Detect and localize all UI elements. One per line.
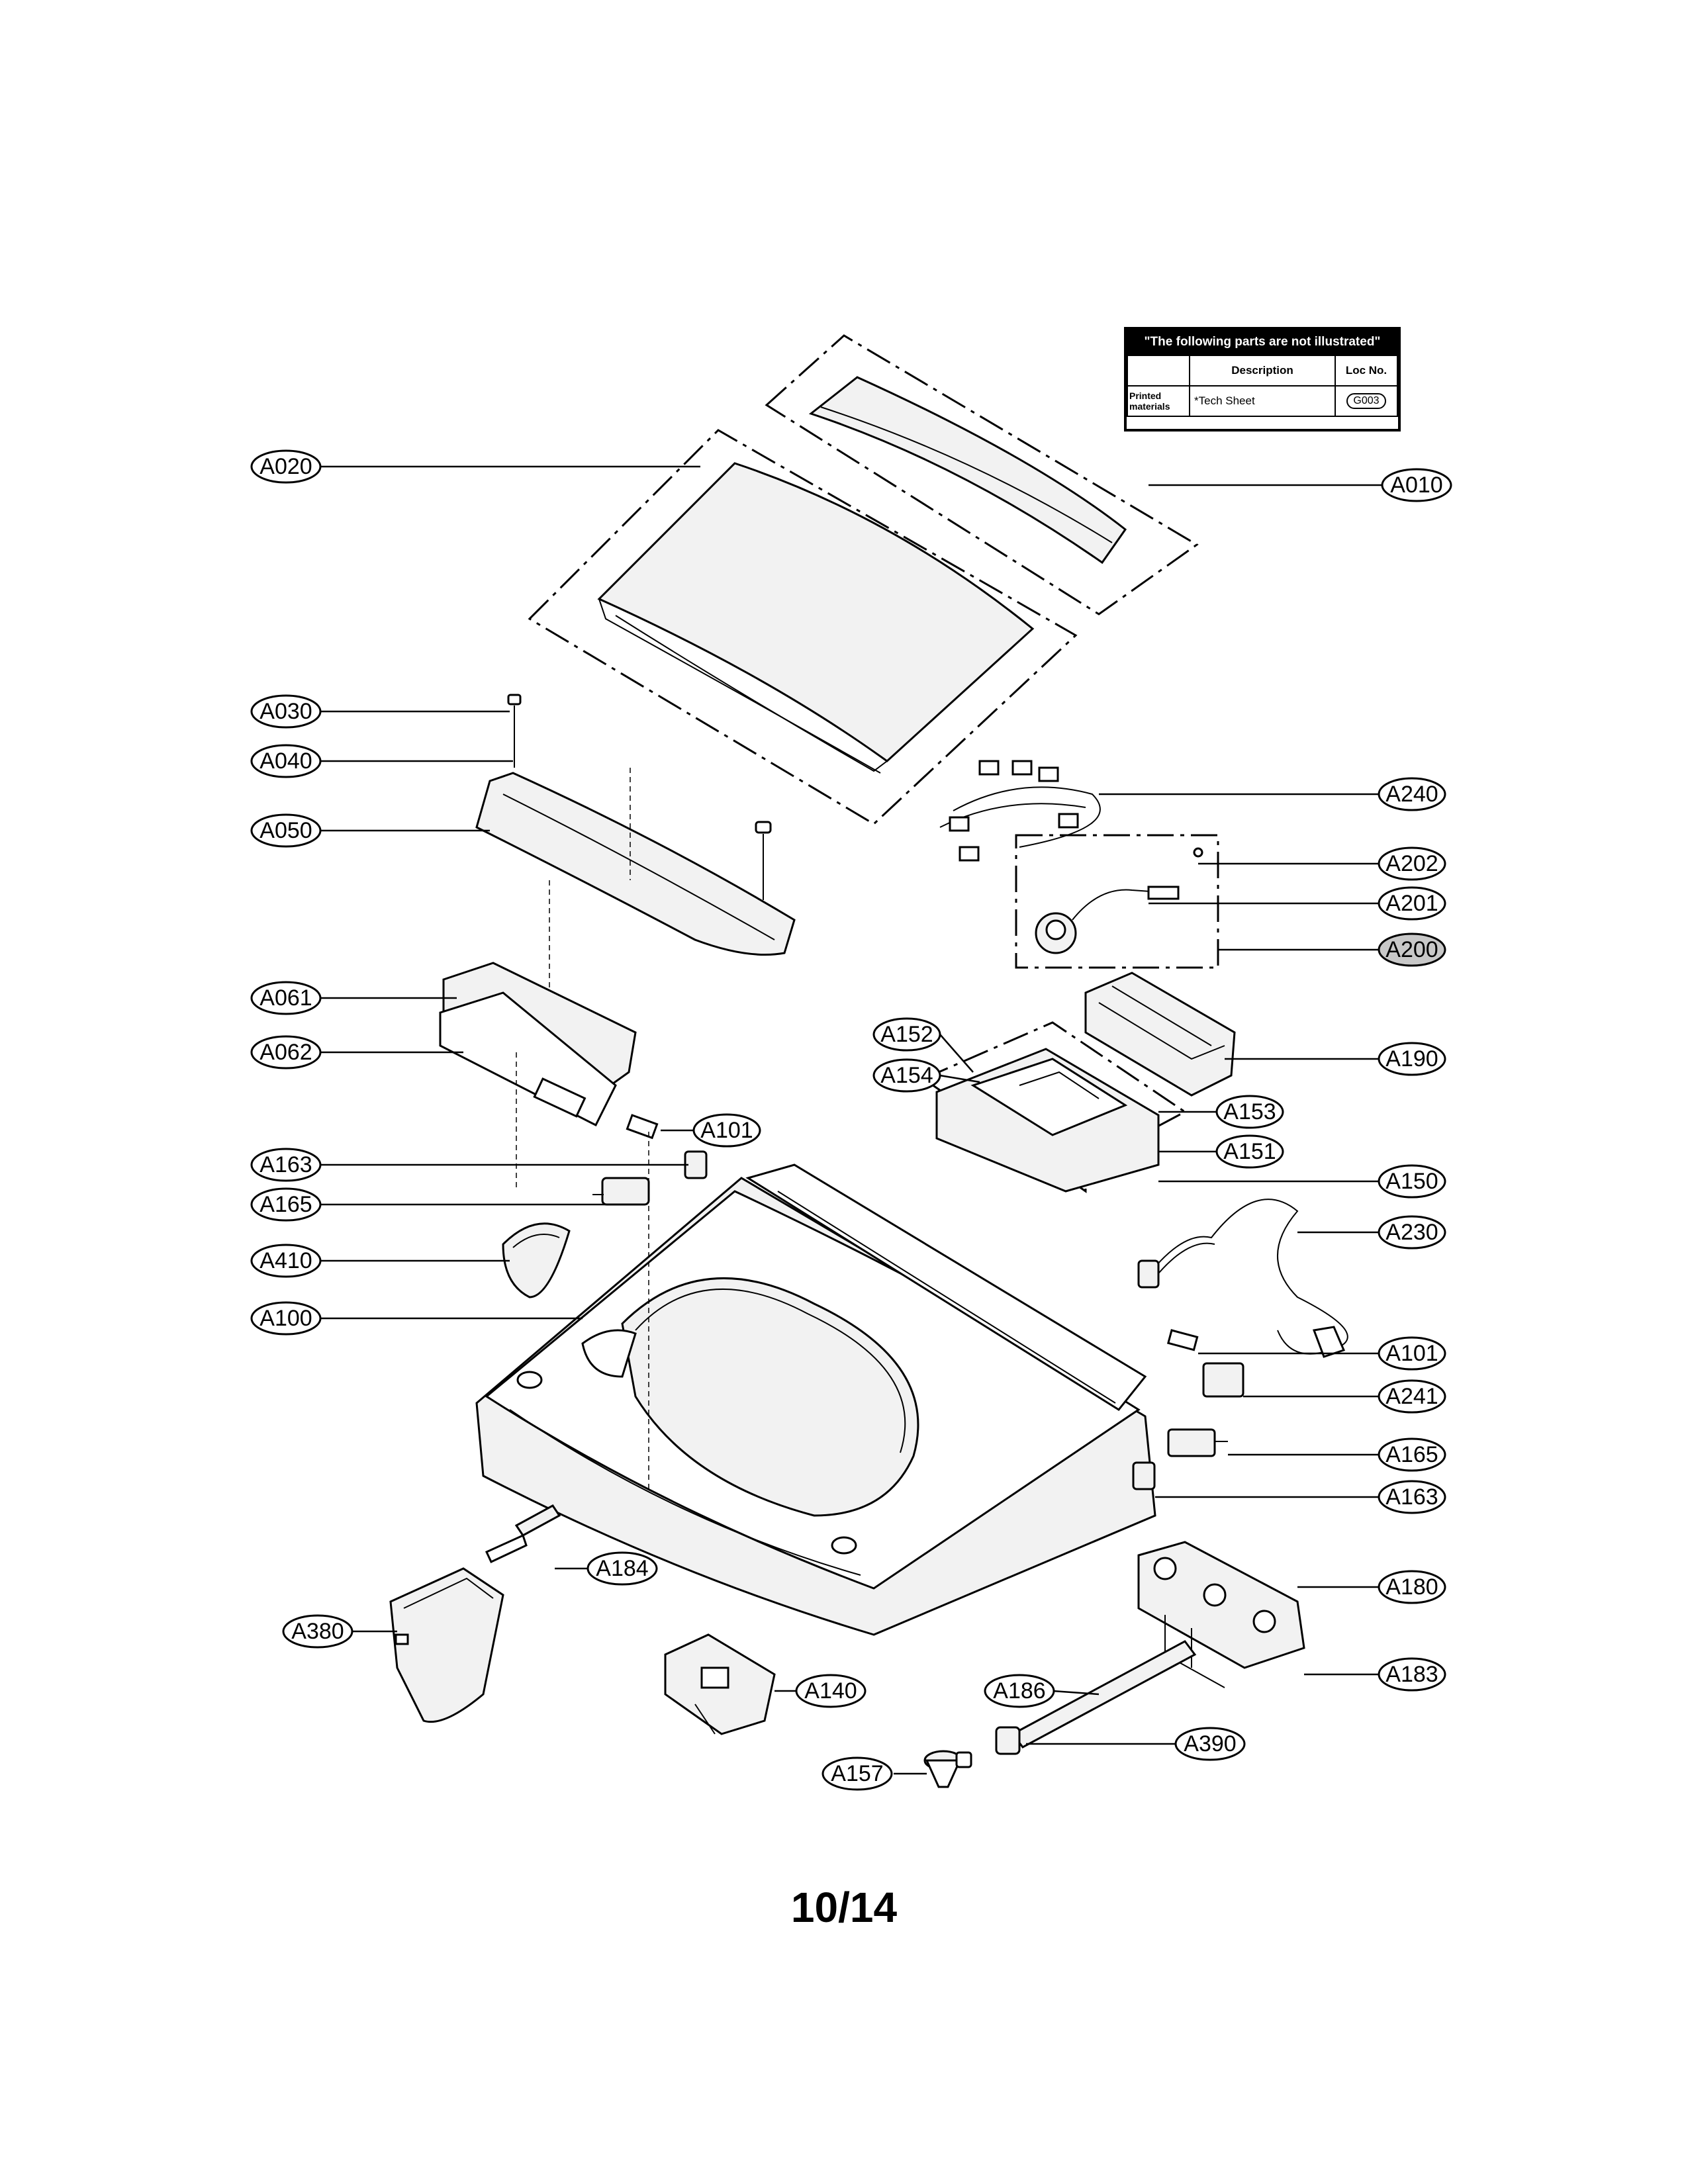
a200-assembly-drawing: [1015, 834, 1219, 969]
callout-label: A152: [880, 1022, 933, 1047]
a190-part-drawing: [1084, 972, 1236, 1097]
callout-label: A240: [1385, 782, 1438, 807]
a184-part-drawing: [485, 1504, 561, 1563]
power-cord-drawing: [1137, 1199, 1348, 1358]
callout-label: A061: [259, 985, 312, 1011]
callout-label: A100: [259, 1306, 312, 1331]
callout-label: A163: [1385, 1484, 1438, 1510]
notice-row-category: Printed materials: [1127, 385, 1190, 417]
callout-a101-right: A101: [1378, 1336, 1446, 1371]
callout-a200: A200: [1378, 933, 1446, 967]
callout-a140: A140: [795, 1674, 867, 1708]
inlet-hose-drawing: [995, 1640, 1197, 1755]
callout-a062: A062: [250, 1035, 322, 1069]
callout-a183: A183: [1378, 1657, 1446, 1692]
wire-harness-drawing: [939, 760, 1101, 862]
callout-label: A020: [259, 454, 312, 479]
callout-label: A183: [1385, 1662, 1438, 1687]
callout-label: A101: [700, 1118, 753, 1143]
callout-label: A101: [1385, 1341, 1438, 1366]
callout-label: A165: [259, 1192, 312, 1217]
right-clips-drawing: [1132, 1329, 1244, 1490]
notice-col-description: Description: [1189, 355, 1336, 387]
callout-a163-right: A163: [1378, 1480, 1446, 1514]
callout-label: A390: [1184, 1731, 1236, 1756]
callout-a165-right: A165: [1378, 1437, 1446, 1472]
door-assembly-drawing: [528, 334, 1199, 825]
callout-label: A151: [1223, 1139, 1276, 1164]
callout-label: A180: [1385, 1574, 1438, 1600]
callout-label: A201: [1385, 891, 1438, 916]
a410-part-drawing: [502, 1222, 571, 1298]
callout-label: A202: [1385, 851, 1438, 876]
callout-label: A150: [1385, 1169, 1438, 1194]
callout-a230: A230: [1378, 1215, 1446, 1250]
callout-a061: A061: [250, 981, 322, 1015]
notice-row-description: *Tech Sheet: [1189, 385, 1336, 417]
a157-part-drawing: [923, 1750, 972, 1788]
callout-a241: A241: [1378, 1379, 1446, 1414]
notice-col-loc: Loc No.: [1335, 355, 1398, 387]
callout-label: A184: [596, 1556, 648, 1581]
callout-a410: A410: [250, 1244, 322, 1278]
callout-a163-left: A163: [250, 1148, 322, 1182]
callout-a152: A152: [872, 1017, 941, 1052]
callout-label: A153: [1223, 1099, 1276, 1124]
top-cover-drawing: [475, 1132, 1156, 1636]
callout-a150: A150: [1378, 1164, 1446, 1199]
callout-a180: A180: [1378, 1570, 1446, 1604]
water-valve-drawing: [1137, 1541, 1305, 1688]
callout-label: A241: [1385, 1384, 1438, 1409]
callout-label: A010: [1390, 473, 1442, 498]
notice-table: Description Loc No. Printed materials *T…: [1127, 355, 1398, 417]
callout-a101-left: A101: [692, 1113, 761, 1148]
callout-label: A186: [993, 1678, 1045, 1704]
callout-a157: A157: [821, 1756, 893, 1791]
callout-a184: A184: [586, 1551, 658, 1586]
callout-a165-left: A165: [250, 1187, 322, 1222]
control-panel-cover-drawing: [475, 694, 796, 1019]
notice-title: "The following parts are not illustrated…: [1127, 330, 1398, 355]
callout-a202: A202: [1378, 846, 1446, 881]
callout-a010: A010: [1381, 468, 1452, 502]
callout-label: A154: [880, 1063, 933, 1088]
leader-lines: [320, 465, 1383, 1775]
pcb-drawing: [439, 962, 637, 1191]
notice-row-loc: G003: [1346, 393, 1386, 409]
callout-label: A410: [259, 1248, 312, 1273]
callout-a201: A201: [1378, 886, 1446, 921]
callout-label: A140: [804, 1678, 857, 1704]
callout-a040: A040: [250, 744, 322, 778]
callout-a050: A050: [250, 813, 322, 848]
callout-a380: A380: [282, 1614, 353, 1649]
callout-label: A200: [1385, 937, 1438, 962]
callout-a154: A154: [872, 1058, 941, 1093]
callout-label: A230: [1385, 1220, 1438, 1245]
callout-label: A380: [291, 1619, 344, 1644]
callout-label: A050: [259, 818, 312, 843]
callout-a100: A100: [250, 1301, 322, 1336]
callout-a240: A240: [1378, 777, 1446, 811]
callout-label: A030: [259, 699, 312, 724]
dispenser-drawing: [921, 1021, 1187, 1193]
callout-a151: A151: [1215, 1134, 1284, 1169]
page-number: 10/14: [790, 1884, 898, 1931]
callout-a390: A390: [1174, 1727, 1246, 1761]
callout-a030: A030: [250, 694, 322, 729]
not-illustrated-parts-table: "The following parts are not illustrated…: [1124, 327, 1401, 432]
callout-label: A190: [1385, 1046, 1438, 1071]
a140-part-drawing: [664, 1633, 776, 1735]
a380-part-drawing: [389, 1567, 504, 1723]
callout-label: A165: [1385, 1442, 1438, 1467]
callout-label: A163: [259, 1152, 312, 1177]
callout-label: A040: [259, 749, 312, 774]
left-clips-drawing: [592, 1114, 708, 1206]
callout-label: A062: [259, 1040, 312, 1065]
callout-a020: A020: [250, 449, 322, 484]
callout-a153: A153: [1215, 1095, 1284, 1129]
callout-a190: A190: [1378, 1042, 1446, 1076]
callout-label: A157: [831, 1761, 883, 1786]
callout-a186: A186: [984, 1674, 1055, 1708]
